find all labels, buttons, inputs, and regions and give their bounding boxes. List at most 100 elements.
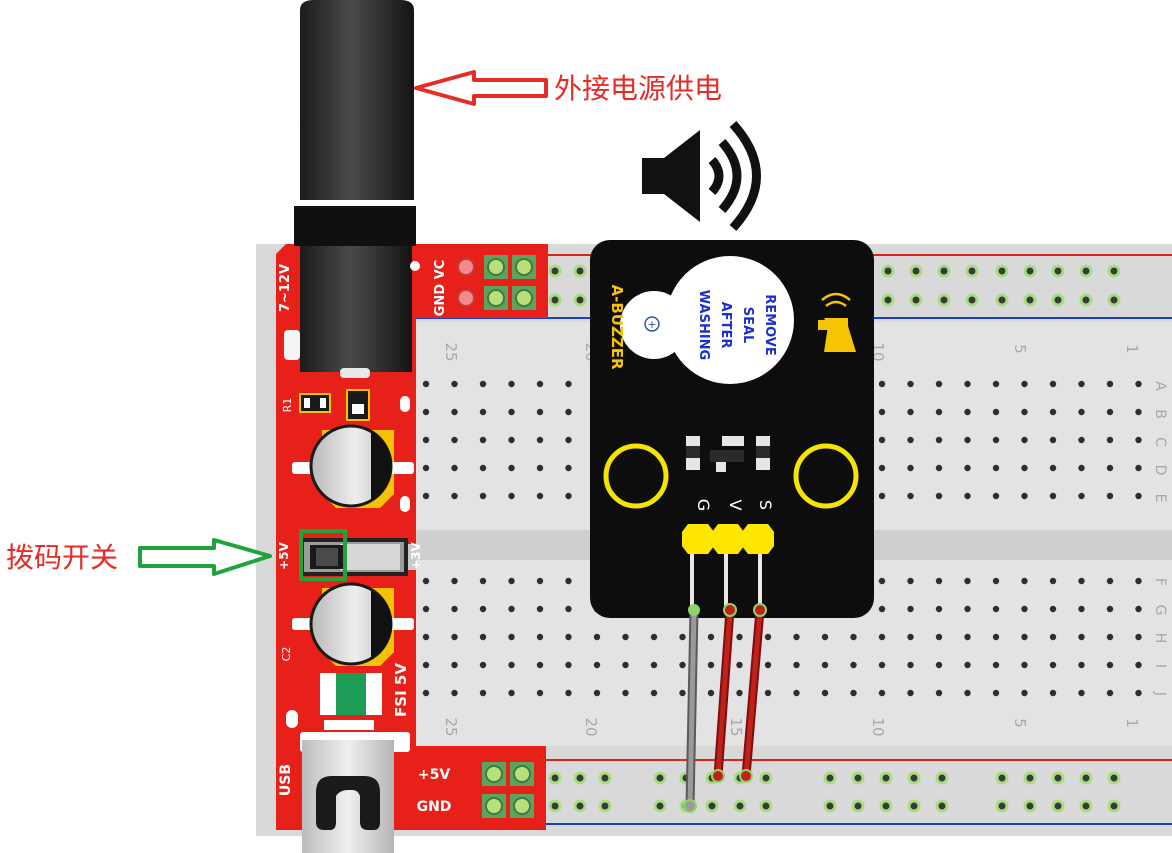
rail-hole <box>851 771 865 785</box>
green-arrow-icon <box>138 538 272 576</box>
terminal-hole <box>1106 577 1114 585</box>
terminal-hole <box>793 661 800 669</box>
terminal-hole <box>479 605 487 613</box>
terminal-hole <box>907 492 914 500</box>
terminal-hole <box>1135 436 1142 444</box>
terminal-hole <box>907 633 914 641</box>
column-number-1-top: 1 <box>1123 344 1141 354</box>
terminal-hole <box>536 661 544 669</box>
terminal-hole <box>821 633 829 641</box>
terminal-hole <box>1135 661 1142 669</box>
seal-text-remove: REMOVE <box>762 294 777 355</box>
column-number-15-bottom: 15 <box>727 717 745 736</box>
terminal-hole <box>1078 577 1085 585</box>
terminal-hole <box>565 633 572 641</box>
terminal-hole <box>422 464 430 472</box>
rail-hole <box>733 799 747 813</box>
horn-icon <box>818 292 856 352</box>
terminal-hole <box>964 661 971 669</box>
terminal-hole <box>878 436 886 444</box>
terminal-hole <box>565 408 572 416</box>
terminal-hole <box>1106 408 1114 416</box>
terminal-hole <box>992 605 1000 613</box>
rail-hole <box>653 799 667 813</box>
c2-label: C2 <box>280 647 293 662</box>
terminal-hole <box>451 492 458 500</box>
terminal-hole <box>935 633 943 641</box>
terminal-hole <box>935 605 943 613</box>
terminal-hole <box>935 492 943 500</box>
gnd-vc-label: GND VC <box>433 260 448 316</box>
capacitor-bottom <box>292 582 414 666</box>
terminal-hole <box>1106 492 1114 500</box>
terminal-hole <box>1078 408 1085 416</box>
slide-switch[interactable] <box>299 529 416 581</box>
pin-label-v: V <box>726 500 745 511</box>
terminal-hole <box>964 605 971 613</box>
fsi-5v-label: FSI 5V <box>392 663 410 717</box>
terminal-hole <box>422 408 430 416</box>
terminal-hole <box>1078 464 1085 472</box>
terminal-hole <box>935 408 943 416</box>
rail-hole <box>965 264 979 278</box>
column-number-5-top: 5 <box>1011 344 1029 354</box>
input-range-label: 7~12V <box>278 264 293 312</box>
usb-connector <box>300 732 410 853</box>
red-arrow-icon <box>414 70 548 106</box>
terminal-hole <box>536 436 544 444</box>
rail-hole <box>759 771 773 785</box>
terminal-hole <box>821 689 829 697</box>
terminal-hole <box>479 661 487 669</box>
terminal-hole <box>536 492 544 500</box>
terminal-hole <box>907 689 914 697</box>
buzzer-body <box>666 256 794 384</box>
terminal-hole <box>964 464 971 472</box>
terminal-hole <box>622 689 629 697</box>
terminal-hole <box>508 464 515 472</box>
terminal-hole <box>622 661 629 669</box>
rail-hole <box>573 264 587 278</box>
terminal-hole <box>508 380 515 388</box>
external-power-label: 外接电源供电 <box>554 72 722 105</box>
terminal-hole <box>878 380 886 388</box>
rail-hole <box>1079 293 1093 307</box>
rail-hole <box>548 771 562 785</box>
bottom-header-pins <box>482 762 534 818</box>
rail-hole <box>909 264 923 278</box>
terminal-hole <box>536 577 544 585</box>
terminal-hole <box>536 380 544 388</box>
terminal-hole <box>992 689 1000 697</box>
terminal-hole <box>1049 380 1057 388</box>
terminal-hole <box>1078 661 1085 669</box>
rail-hole <box>1107 771 1121 785</box>
terminal-hole <box>1135 633 1142 641</box>
switch-highlight-box <box>299 529 347 581</box>
terminal-hole <box>878 492 886 500</box>
terminal-hole <box>1106 380 1114 388</box>
terminal-hole <box>565 689 572 697</box>
terminal-hole <box>536 689 544 697</box>
terminal-hole <box>565 464 572 472</box>
terminal-hole <box>964 689 971 697</box>
gnd-led <box>457 289 475 307</box>
terminal-hole <box>1021 633 1028 641</box>
terminal-hole <box>1078 633 1085 641</box>
terminal-hole <box>1078 380 1085 388</box>
seal-text-washing: WASHING <box>696 290 711 360</box>
terminal-hole <box>1078 605 1085 613</box>
rail-hole <box>1079 771 1093 785</box>
rail-hole <box>653 771 667 785</box>
rail-hole <box>965 293 979 307</box>
top-header-pins <box>484 255 536 310</box>
terminal-hole <box>536 408 544 416</box>
rail-hole <box>823 799 837 813</box>
row-letter-j: J <box>1152 691 1168 696</box>
terminal-hole <box>1021 605 1028 613</box>
terminal-hole <box>907 577 914 585</box>
row-letter-i: I <box>1152 664 1168 668</box>
rail-hole <box>1023 771 1037 785</box>
row-letter-a: A <box>1152 381 1168 391</box>
terminal-hole <box>736 633 743 641</box>
rail-hole <box>1051 264 1065 278</box>
